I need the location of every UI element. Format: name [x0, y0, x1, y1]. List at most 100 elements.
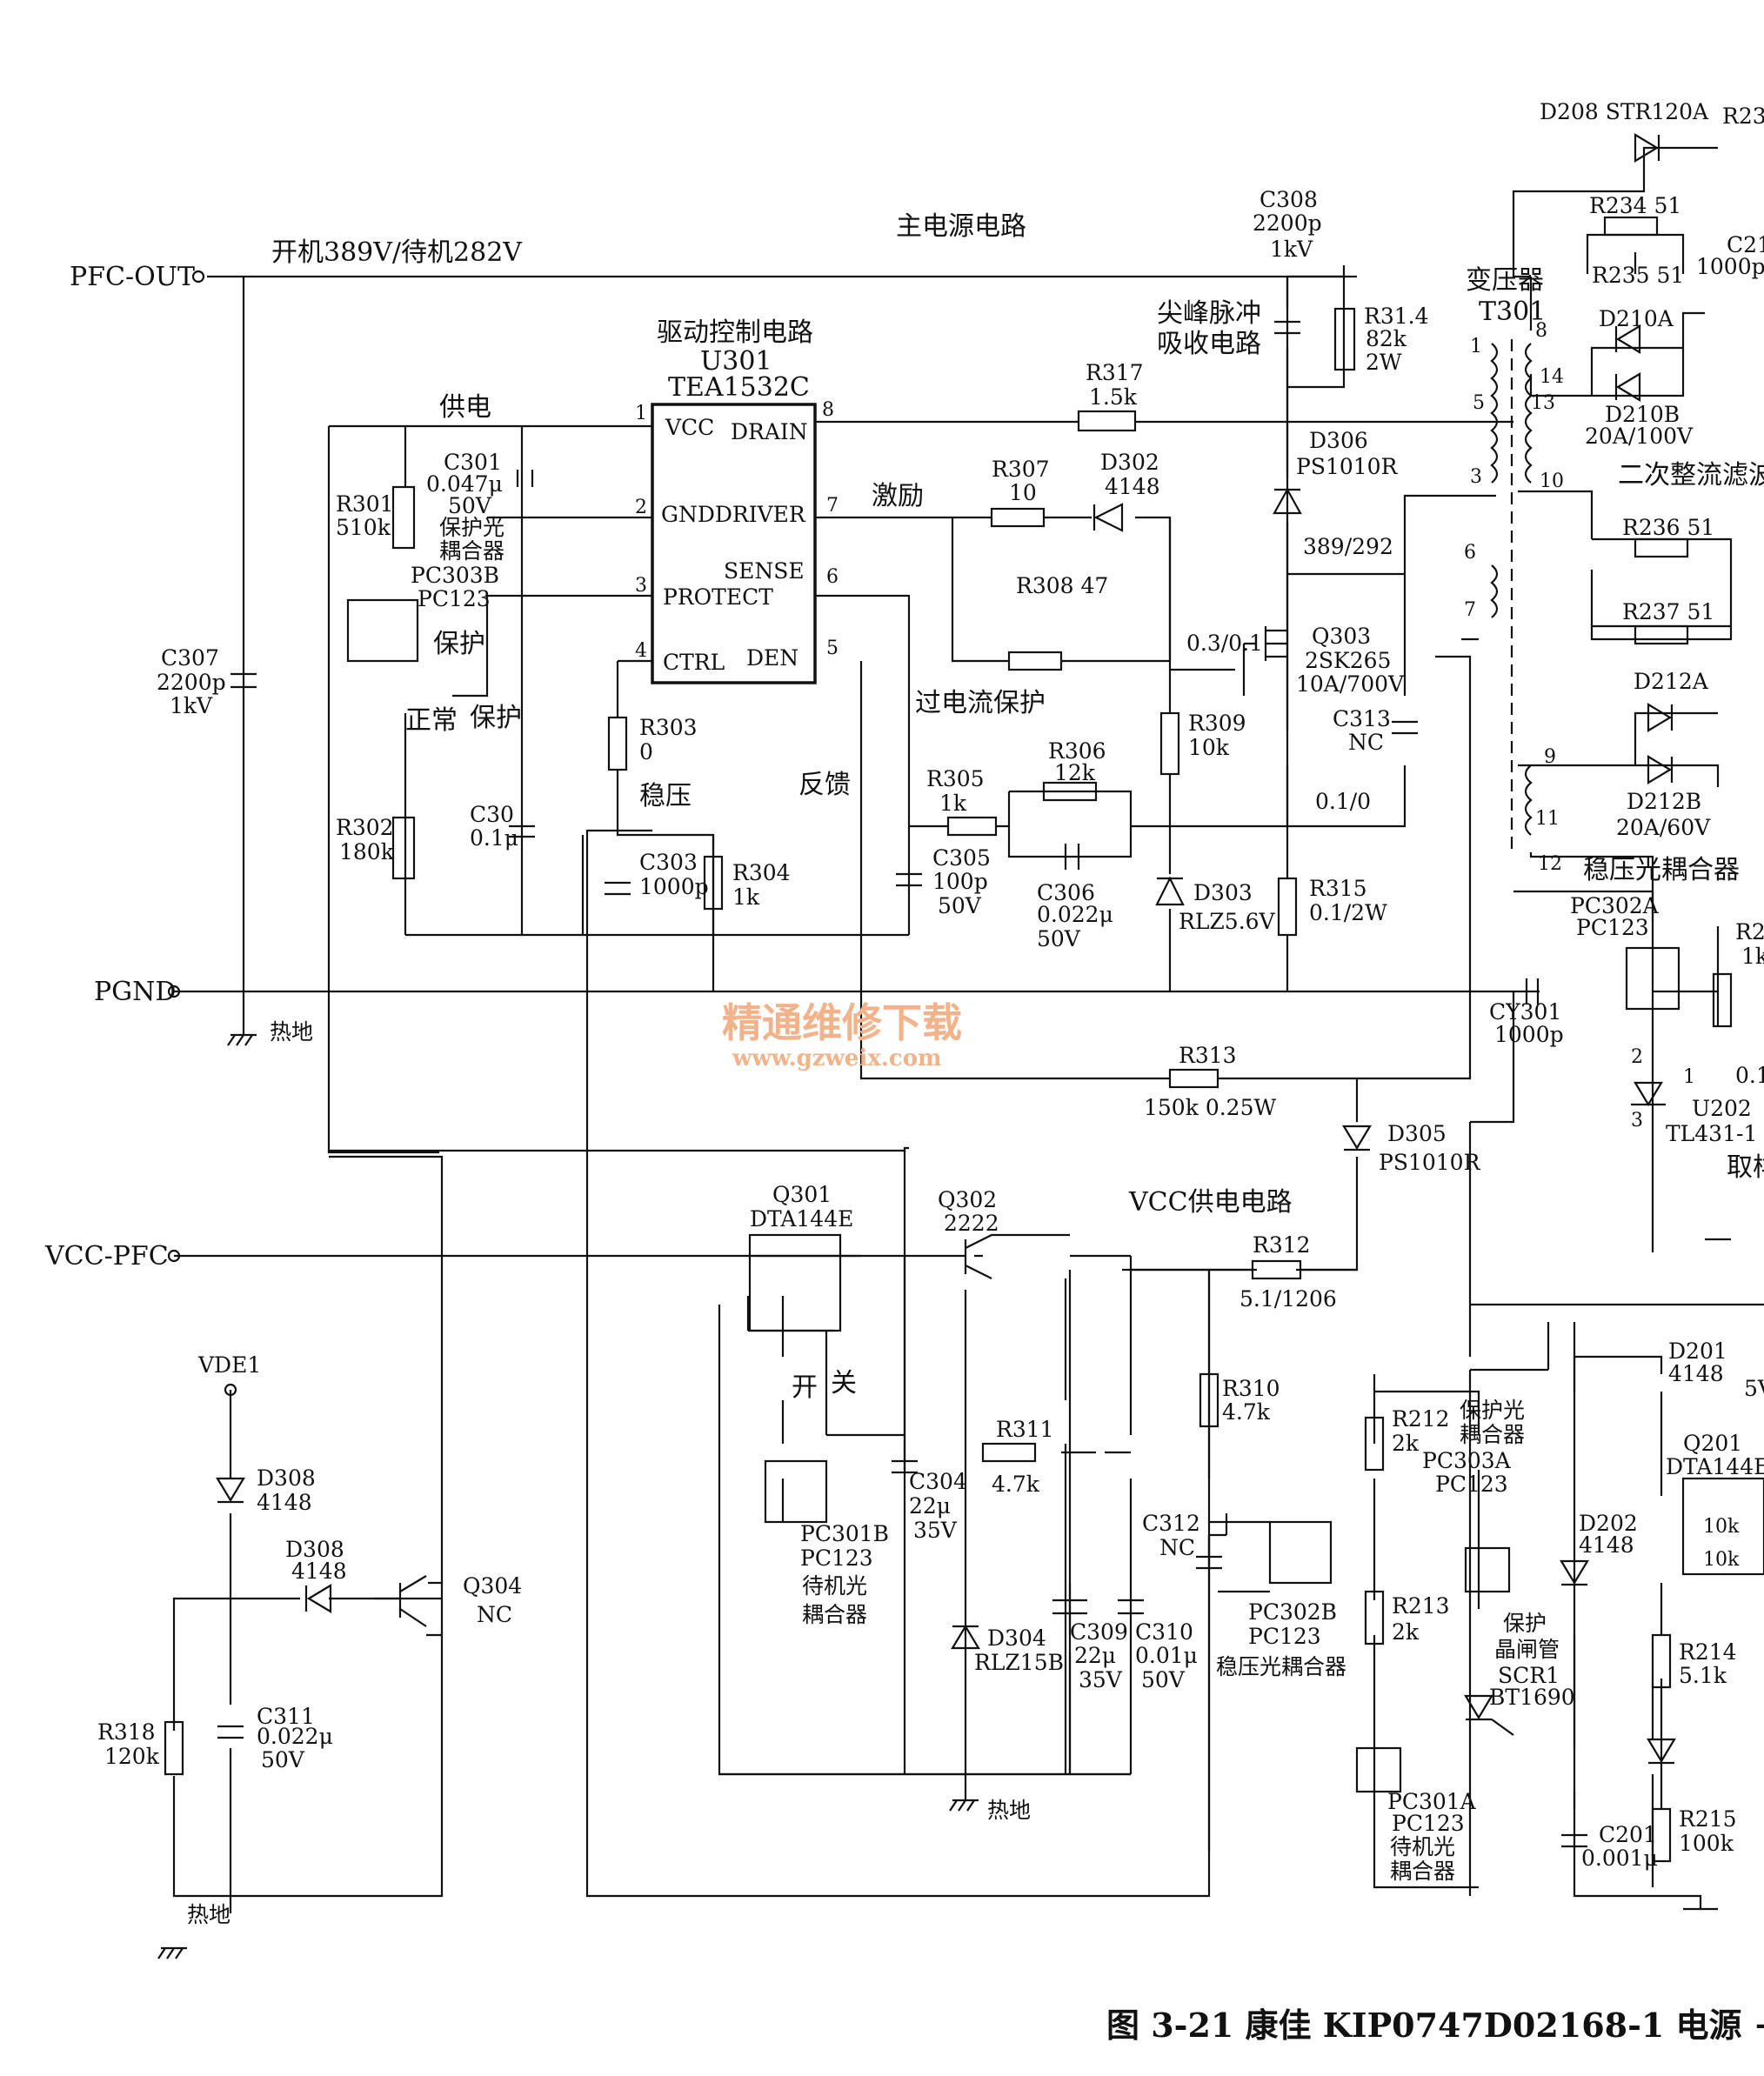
label-r308: R308 47 [1016, 573, 1108, 598]
r213-resistor [1364, 1590, 1385, 1645]
ground-symbol-4 [1461, 637, 1731, 1911]
voltage-03-01: 0.3/0.1 [1186, 631, 1263, 656]
ground-label-3: 热地 [187, 1902, 231, 1927]
section-vcc: VCC供电电路 [1128, 1187, 1293, 1218]
d201-diode [1647, 1738, 1676, 1765]
c308-capacitor [1274, 320, 1300, 335]
r310-resistor [1199, 1372, 1219, 1428]
r2x-resistor [1712, 972, 1733, 1028]
r318-resistor [164, 1720, 184, 1776]
d302-diode [1092, 503, 1124, 532]
r304-resistor [703, 855, 724, 911]
label-d210a: D210A [1599, 306, 1674, 331]
vde1-terminal [224, 1383, 237, 1397]
signal-protect: 保护 [433, 629, 485, 659]
c312-capacitor [1196, 1555, 1222, 1570]
signal-excite: 激励 [872, 481, 924, 511]
r237-resistor [1634, 624, 1689, 645]
wires [172, 146, 1764, 1913]
t-pin-7: 7 [1464, 599, 1476, 621]
component-symbols [157, 133, 1764, 1959]
pfc-out-terminal [191, 270, 205, 284]
c304-capacitor [892, 1459, 918, 1474]
c303-capacitor [605, 881, 631, 896]
c201-capacitor [1561, 1833, 1587, 1848]
t-pin-5: 5 [1473, 392, 1485, 414]
r236-resistor [1634, 537, 1689, 558]
r301-resistor [391, 485, 416, 550]
misc-pin2: 2 [1631, 1046, 1643, 1068]
ic-pin-den: DEN [746, 645, 798, 671]
c313-capacitor [1392, 720, 1418, 735]
cy301-capacitor [1525, 978, 1540, 1005]
r305-resistor [946, 816, 998, 837]
terminal-pgnd: PGND [94, 977, 176, 1007]
d304-diode [951, 1624, 980, 1650]
d210b-diode [1614, 372, 1641, 402]
r234-resistor [1603, 216, 1659, 237]
ground-symbol-1 [227, 1033, 257, 1046]
voltage-01-0: 0.1/0 [1315, 789, 1371, 814]
q303-mosfet [1244, 626, 1287, 661]
signal-switch-off: 关 [831, 1368, 857, 1398]
pc301b-optocoupler [764, 1459, 828, 1524]
t-pin-10: 10 [1540, 471, 1564, 492]
pc301a-optocoupler [1355, 1746, 1402, 1793]
transformer-name: 变压器 [1466, 265, 1544, 296]
t-pin-14: 14 [1540, 366, 1564, 388]
r317-resistor [1077, 410, 1137, 432]
terminal-vcc-pfc: VCC-PFC [44, 1241, 169, 1272]
pc302a-optocoupler [1625, 946, 1680, 1011]
r312-resistor [1251, 1259, 1302, 1280]
section-spike-2: 吸收电路 [1157, 329, 1261, 359]
misc-10k-b: 10k [1703, 1549, 1740, 1571]
r212-resistor [1364, 1416, 1385, 1472]
pc303b-optocoupler [346, 598, 419, 663]
signal-switch-on: 开 [792, 1372, 818, 1403]
t-pin-6: 6 [1464, 542, 1476, 564]
c301-capacitor [516, 470, 534, 487]
section-driver: 驱动控制电路 [657, 317, 813, 348]
c30-capacitor [509, 824, 535, 838]
ic-pin-sense: SENSE [724, 558, 805, 584]
scr1-thyristor [1464, 1694, 1514, 1736]
r215-resistor [1651, 1807, 1672, 1863]
label-r237: R237 51 [1622, 599, 1714, 624]
pgnd-terminal [167, 985, 181, 998]
ic-ref: U301 [700, 346, 772, 377]
ic-pin-gnddriver: GNDDRIVER [661, 502, 806, 527]
ic-pin-4: 4 [635, 640, 647, 662]
ic-pin-3: 3 [635, 575, 647, 597]
